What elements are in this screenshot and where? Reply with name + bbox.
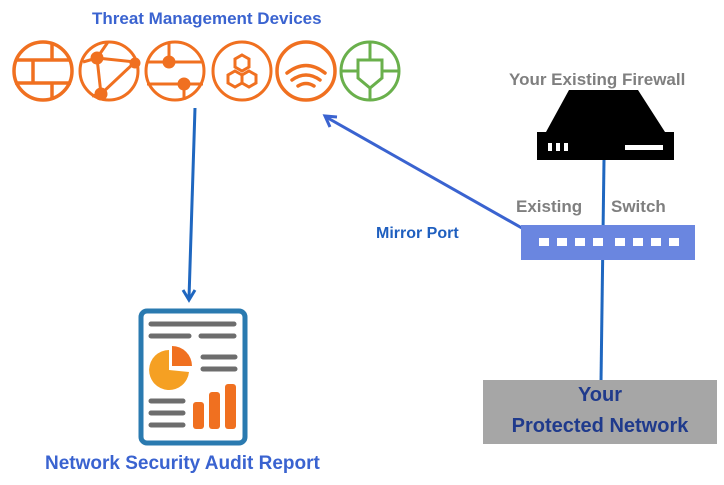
firewall-appliance-icon <box>537 90 674 160</box>
report-label: Network Security Audit Report <box>45 453 320 474</box>
existing-switch[interactable] <box>521 225 695 260</box>
bar-1 <box>193 402 204 429</box>
switch-port[interactable] <box>615 238 625 246</box>
shield-crosshair-icon[interactable] <box>339 40 401 102</box>
bar-2 <box>209 392 220 429</box>
firewall-label: Your Existing Firewall <box>509 70 686 89</box>
report-flow-arrowhead <box>181 289 197 303</box>
switch-port[interactable] <box>539 238 549 246</box>
protected-network-line1: Your <box>577 384 623 406</box>
bar-3 <box>225 384 236 429</box>
protected-network-line2: Protected Network <box>511 415 689 437</box>
circuit-nodes-icon[interactable] <box>144 40 206 102</box>
network-uplink-line <box>599 159 606 383</box>
pie-chart-icon <box>149 350 189 390</box>
mirror-port-arrowhead <box>322 114 338 128</box>
switch-label-right: Switch <box>611 197 666 216</box>
switch-label-left: Existing <box>516 197 583 216</box>
switch-port[interactable] <box>593 238 603 246</box>
switch-port[interactable] <box>633 238 643 246</box>
switch-port[interactable] <box>575 238 585 246</box>
firewall-brick-icon[interactable] <box>12 40 74 102</box>
switch-port[interactable] <box>557 238 567 246</box>
wifi-signal-icon[interactable] <box>275 40 337 102</box>
mirror-port-arrow <box>325 115 544 242</box>
network-globe-icon[interactable] <box>78 40 141 102</box>
report-flow-arrow <box>187 107 197 299</box>
audit-report-document-icon[interactable] <box>138 308 248 446</box>
pie-slice-icon <box>172 346 192 366</box>
switch-port[interactable] <box>669 238 679 246</box>
switch-port[interactable] <box>651 238 661 246</box>
switch-ports <box>539 238 679 246</box>
mirror-port-label: Mirror Port <box>376 225 459 242</box>
threat-devices-title: Threat Management Devices <box>92 9 322 28</box>
hexagon-cluster-icon[interactable] <box>211 40 273 102</box>
protected-network-box[interactable]: Your Protected Network <box>483 380 717 444</box>
